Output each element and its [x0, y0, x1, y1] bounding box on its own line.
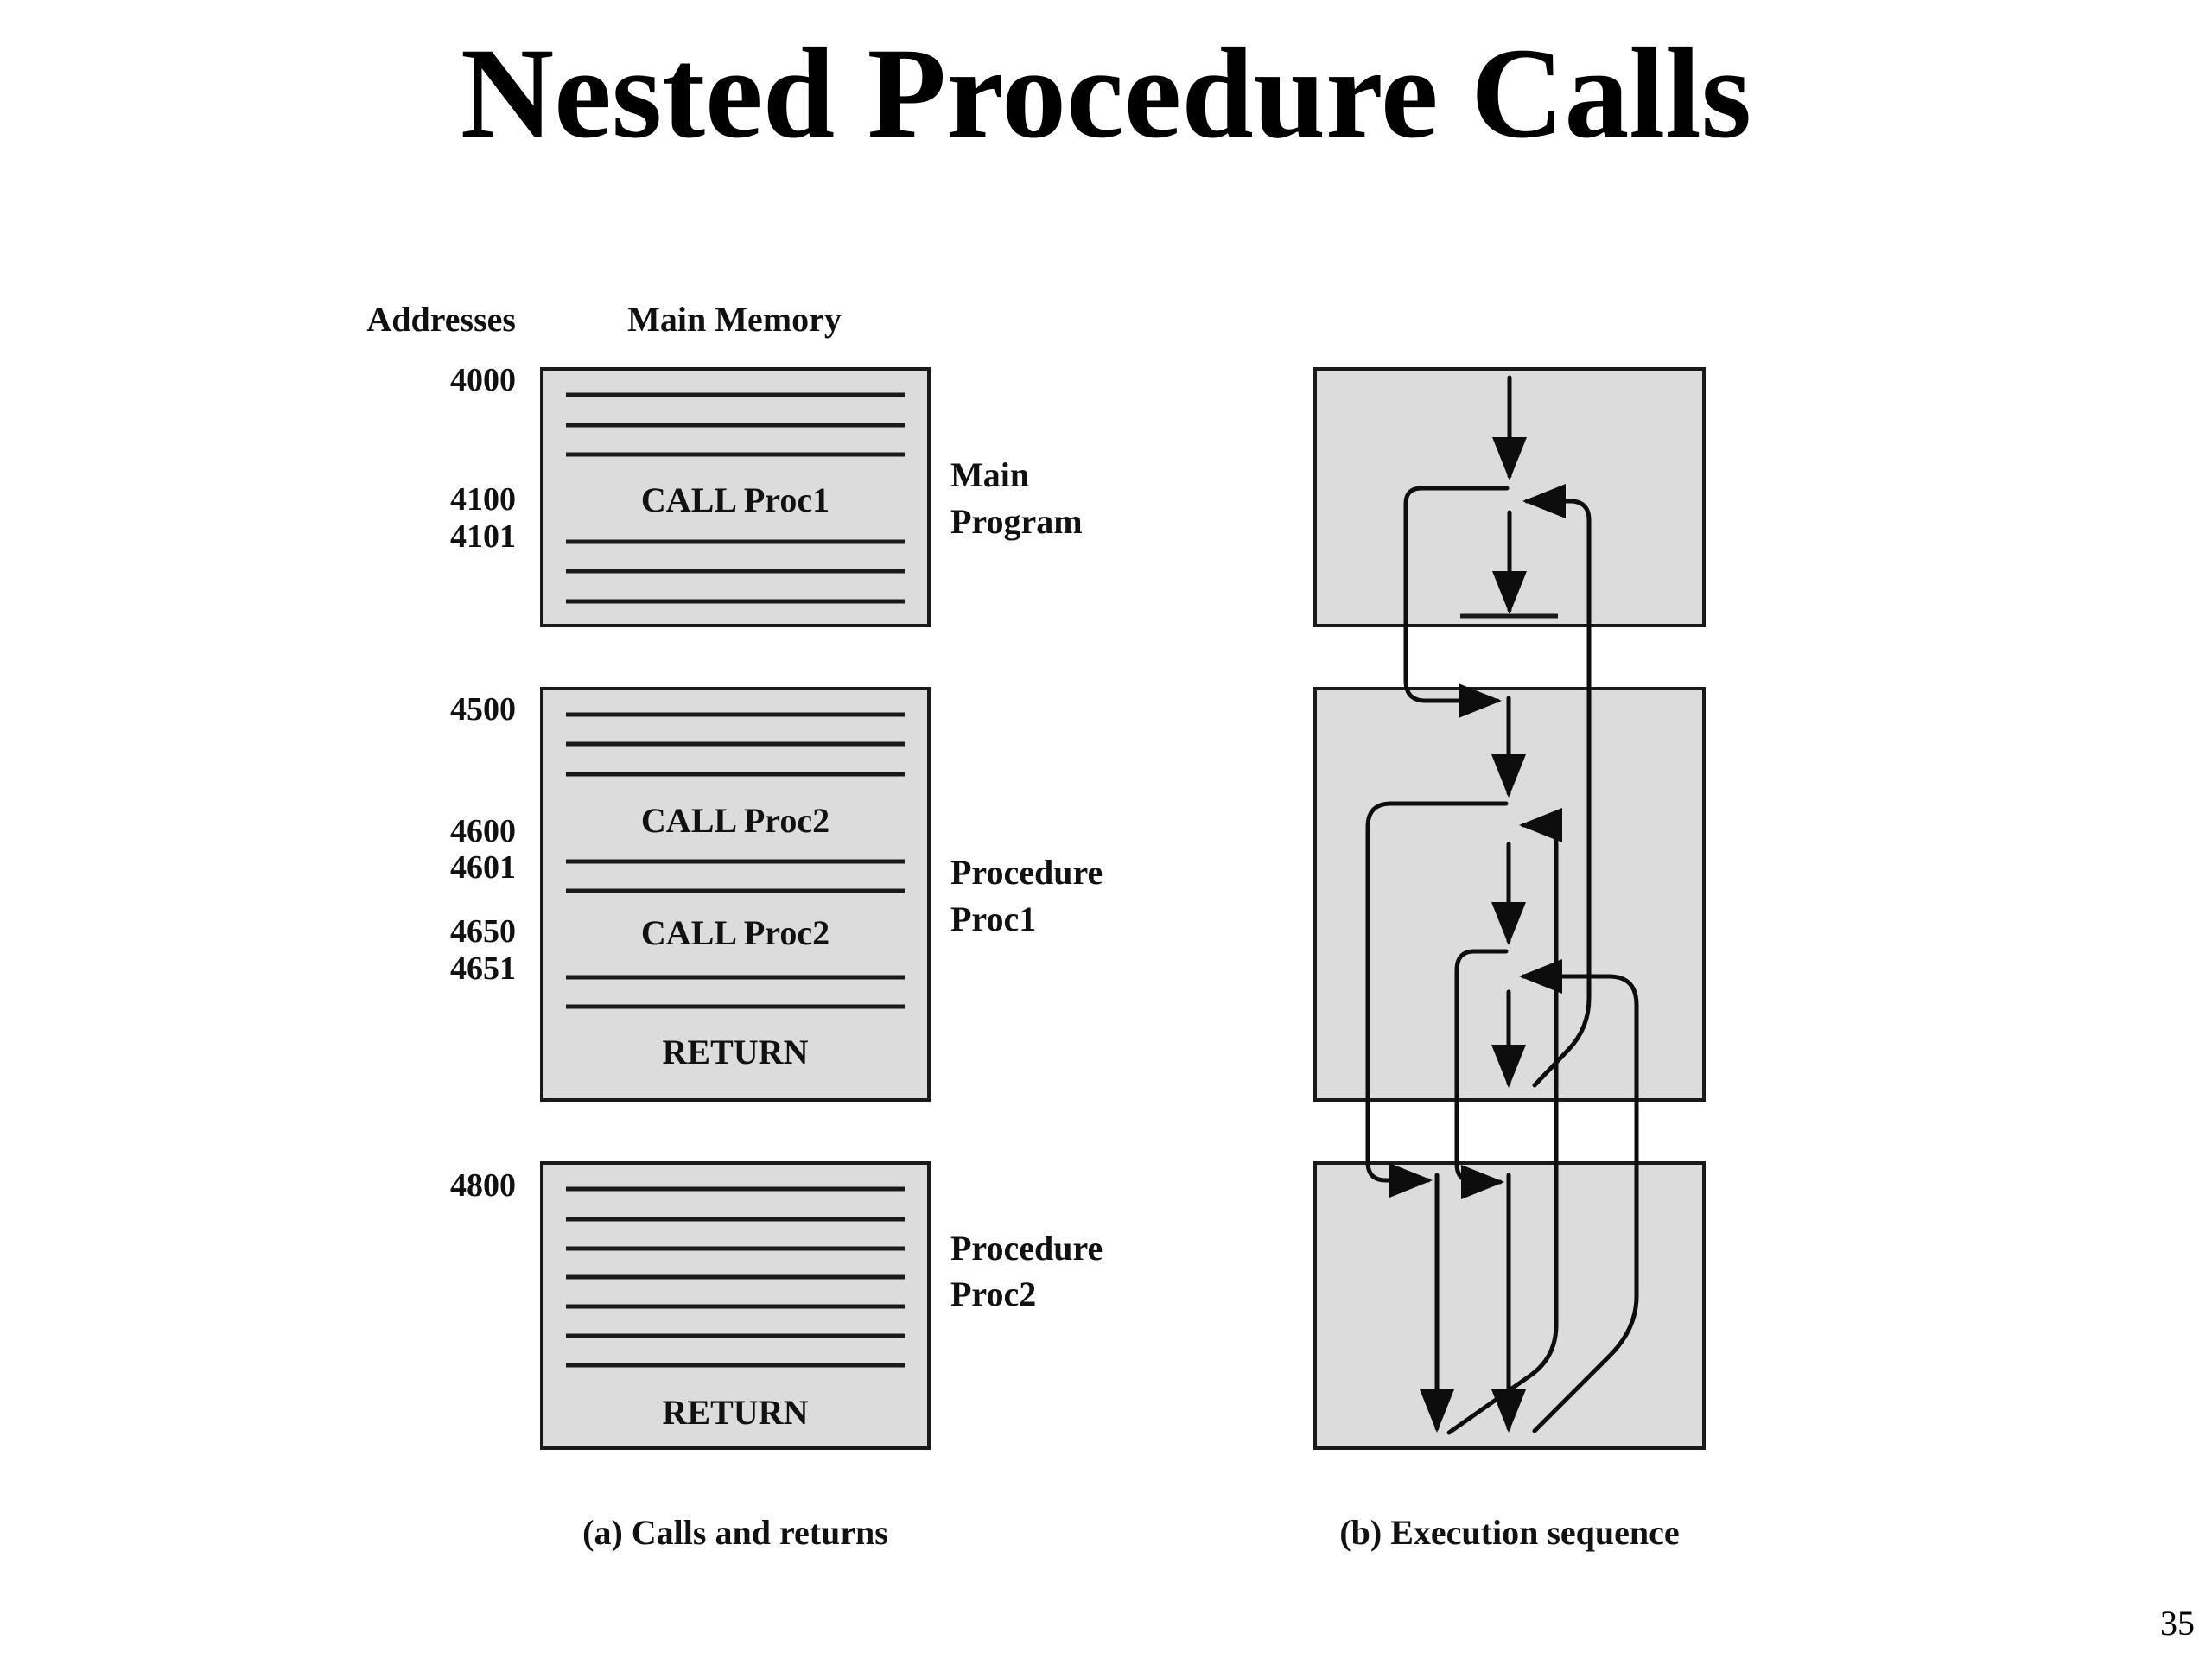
call-proc2-instruction-second: CALL Proc2: [641, 913, 830, 952]
proc1-memory-box: CALL Proc2 CALL Proc2 RETURN: [540, 687, 931, 1102]
panel-calls-and-returns: Addresses Main Memory CALL Proc1 CALL Pr…: [366, 300, 1103, 1552]
main-program-memory-box: CALL Proc1: [540, 367, 931, 627]
address-label: 4651: [450, 950, 516, 987]
main-program-label: Main Program: [950, 455, 1083, 541]
procedure-proc2-label: Procedure Proc2: [950, 1229, 1103, 1313]
addresses-header: Addresses: [366, 300, 516, 339]
return-proc1-arrow: [1522, 484, 1592, 1088]
address-label: 4600: [450, 813, 516, 849]
call-proc2-instruction-first: CALL Proc2: [641, 801, 830, 840]
address-label: 4101: [450, 518, 516, 555]
svg-text:Program: Program: [950, 502, 1083, 541]
caption-calls-and-returns: (a) Calls and returns: [582, 1513, 888, 1552]
address-label: 4650: [450, 913, 516, 950]
procedure-proc1-label: Procedure Proc1: [950, 853, 1103, 938]
svg-text:Procedure: Procedure: [950, 1229, 1103, 1268]
slide-title: Nested Procedure Calls: [460, 22, 1752, 165]
address-label: 4800: [450, 1167, 516, 1204]
address-label: 4000: [450, 362, 516, 398]
svg-text:Main: Main: [950, 455, 1029, 494]
page-number: 35: [2160, 1604, 2195, 1643]
address-label: 4500: [450, 691, 516, 728]
address-label: 4601: [450, 849, 516, 886]
panel-execution-sequence: (b) Execution sequence: [1313, 367, 1706, 1552]
svg-text:Proc2: Proc2: [950, 1274, 1036, 1313]
call-proc2-second-arrow: [1454, 949, 1509, 1199]
return-proc2-second-arrow: [1519, 959, 1639, 1433]
main-memory-header: Main Memory: [627, 300, 842, 339]
caption-execution-sequence: (b) Execution sequence: [1339, 1513, 1679, 1552]
svg-text:Proc1: Proc1: [950, 899, 1036, 938]
call-proc1-arrow: [1403, 486, 1510, 718]
return-instruction-proc2: RETURN: [663, 1393, 809, 1432]
call-proc2-first-arrow: [1365, 801, 1509, 1198]
svg-text:Procedure: Procedure: [950, 853, 1103, 892]
address-label: 4100: [450, 481, 516, 518]
proc2-memory-box: RETURN: [540, 1161, 931, 1450]
return-instruction-proc1: RETURN: [663, 1033, 809, 1071]
call-proc1-instruction: CALL Proc1: [641, 480, 830, 519]
return-proc2-first-arrow: [1446, 808, 1562, 1435]
